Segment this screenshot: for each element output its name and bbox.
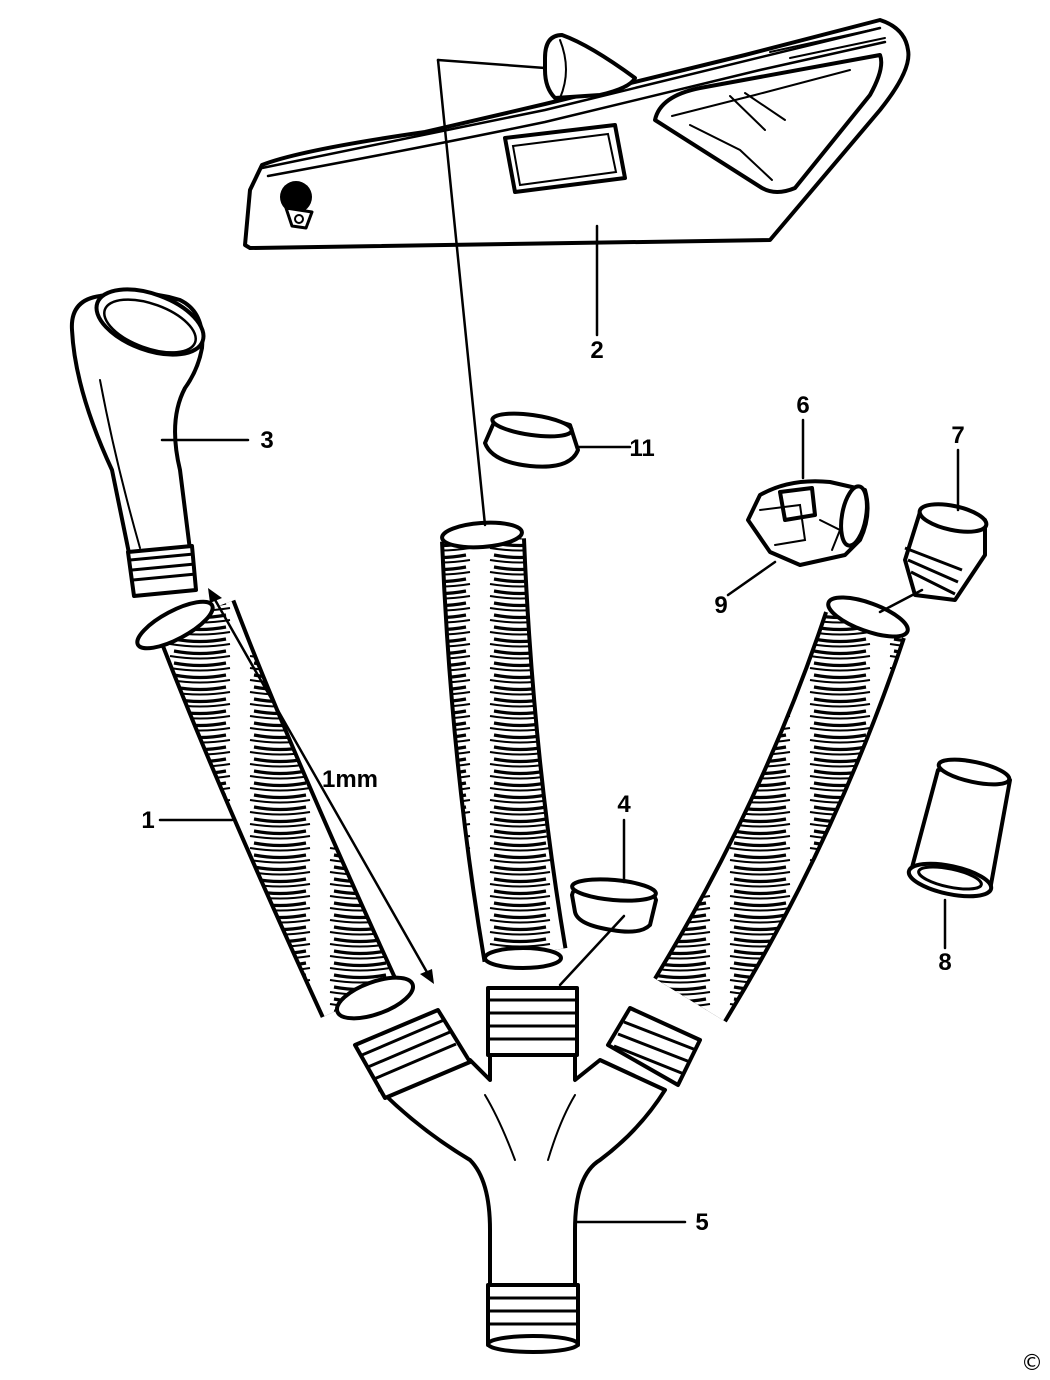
ring-part-4 [570,877,658,934]
adaptor-part-6-9 [746,479,870,567]
callout-5: 5 [695,1209,708,1236]
callout-8: 8 [938,949,951,976]
elbow-part-3 [69,287,206,598]
callout-11: 11 [629,435,654,462]
ring-part-11 [483,411,580,469]
leader-lines [158,58,960,1224]
y-connector-part-5 [353,986,702,1354]
dimension-arrow [208,588,434,984]
callout-1: 1 [141,807,154,834]
sleeve-part-8 [906,757,1012,899]
callout-6: 6 [796,392,809,419]
hose-middle [440,520,568,970]
arrowhead-top-icon [208,588,222,603]
arrowhead-bottom-icon [420,969,434,984]
callout-3: 3 [260,427,273,454]
dimension-label: 1mm [322,766,378,793]
callout-9: 9 [714,592,727,619]
callout-7: 7 [951,422,964,449]
callout-2: 2 [590,337,603,364]
hose-part-1 [135,599,415,1021]
guard-cover-part-2 [243,18,911,250]
connector-part-7 [903,502,989,602]
callout-4: 4 [617,791,631,818]
copyright-mark: © [1021,1351,1043,1376]
hose-right [653,595,910,1023]
